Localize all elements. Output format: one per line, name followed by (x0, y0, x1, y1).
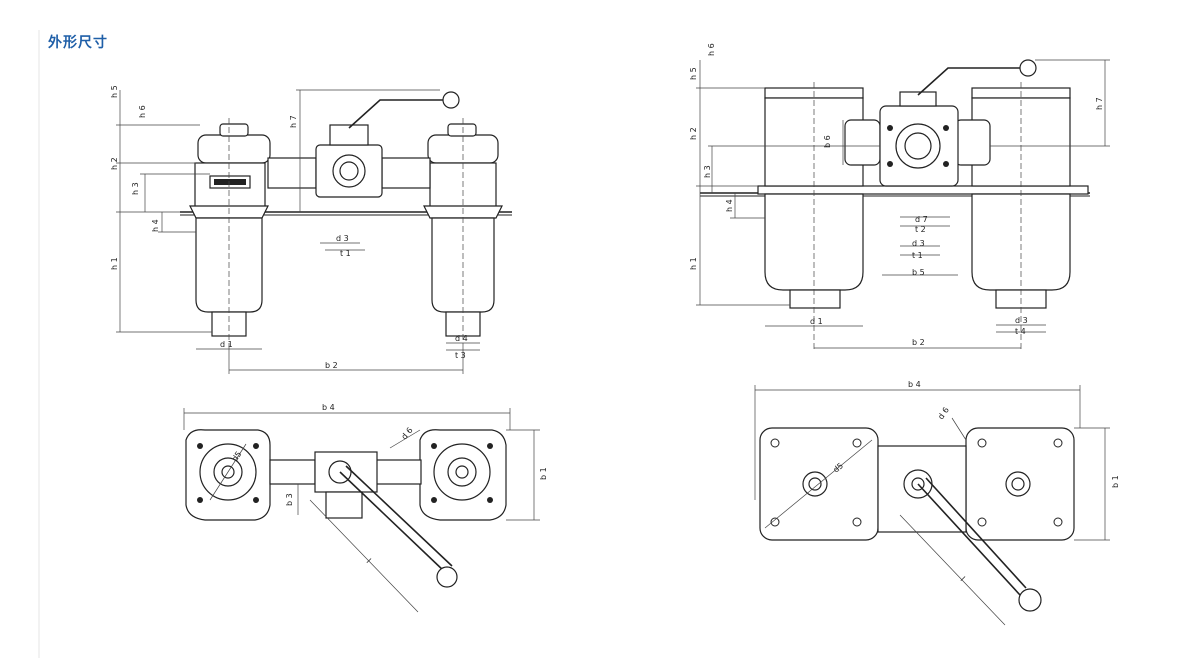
right-top-handle (917, 483, 1021, 596)
svg-text:h 3: h 3 (131, 182, 140, 195)
svg-text:h 7: h 7 (1095, 97, 1104, 110)
svg-text:t 3: t 3 (455, 351, 466, 360)
right-top-handle-knob (1018, 588, 1042, 612)
svg-text:t 2: t 2 (915, 225, 926, 234)
right-filter-housing (423, 118, 503, 345)
svg-text:b 6: b 6 (823, 135, 832, 148)
right-valve-handle (917, 67, 1020, 96)
right-top-right-head (965, 427, 1075, 541)
right-top-view: b 4 d 6 d5 b 1 l (754, 380, 1120, 626)
svg-text:h 2: h 2 (689, 127, 698, 140)
svg-text:d 6: d 6 (936, 406, 951, 422)
top-view-handle (339, 471, 446, 573)
svg-text:l: l (365, 557, 373, 565)
svg-text:h 5: h 5 (110, 85, 119, 98)
svg-text:h 4: h 4 (151, 219, 160, 232)
svg-text:h 1: h 1 (689, 257, 698, 270)
svg-text:t 1: t 1 (912, 251, 923, 260)
svg-text:b 4: b 4 (322, 403, 335, 412)
right-right-housing (971, 82, 1071, 350)
svg-text:b 3: b 3 (285, 493, 294, 506)
left-top-filter-left (185, 429, 271, 521)
svg-text:h 3: h 3 (703, 165, 712, 178)
svg-text:t 1: t 1 (340, 249, 351, 258)
svg-text:d 1: d 1 (810, 317, 823, 326)
page-margin-line (38, 30, 40, 658)
svg-text:b 2: b 2 (325, 361, 338, 370)
svg-text:h 7: h 7 (289, 115, 298, 128)
left-filter-housing (189, 118, 271, 345)
handle-knob (442, 91, 460, 109)
svg-text:d 3: d 3 (912, 239, 925, 248)
right-valve-block (844, 59, 1037, 187)
svg-text:h 6: h 6 (707, 43, 716, 56)
right-front-view: h 5 h 6 h 7 h 2 b 6 h 3 h 4 h 1 d 7 t 2 … (689, 43, 1110, 350)
page-heading: 外形尺寸 (48, 35, 108, 51)
svg-text:d 7: d 7 (915, 215, 928, 224)
svg-text:h 4: h 4 (725, 199, 734, 212)
right-handle-knob (1019, 59, 1037, 77)
svg-text:d 1: d 1 (220, 340, 233, 349)
svg-text:h 5: h 5 (689, 67, 698, 80)
svg-text:b 1: b 1 (539, 467, 548, 480)
changeover-valve (267, 91, 460, 198)
svg-text:b 2: b 2 (912, 338, 925, 347)
valve-handle (348, 99, 446, 129)
svg-text:l: l (959, 575, 967, 583)
svg-text:d 3: d 3 (336, 234, 349, 243)
svg-text:h 2: h 2 (110, 157, 119, 170)
svg-text:h 6: h 6 (138, 105, 147, 118)
left-top-view: b 4 d 6 d5 b 3 b 1 l (183, 403, 548, 613)
left-front-view: h 5 h 6 h 7 h 2 h 3 h 4 h 1 d 3 t 1 d 1 … (110, 85, 512, 374)
svg-text:d 6: d 6 (400, 426, 415, 442)
svg-text:d 3: d 3 (1015, 316, 1028, 325)
svg-text:h 1: h 1 (110, 257, 119, 270)
top-view-handle-knob (436, 566, 458, 588)
svg-text:b 4: b 4 (908, 380, 921, 389)
svg-text:d 4: d 4 (455, 334, 468, 343)
right-left-housing (764, 82, 864, 350)
svg-text:b 5: b 5 (912, 268, 925, 277)
svg-text:t 4: t 4 (1015, 327, 1026, 336)
svg-text:b 1: b 1 (1111, 475, 1120, 488)
left-top-filter-right (419, 429, 507, 521)
